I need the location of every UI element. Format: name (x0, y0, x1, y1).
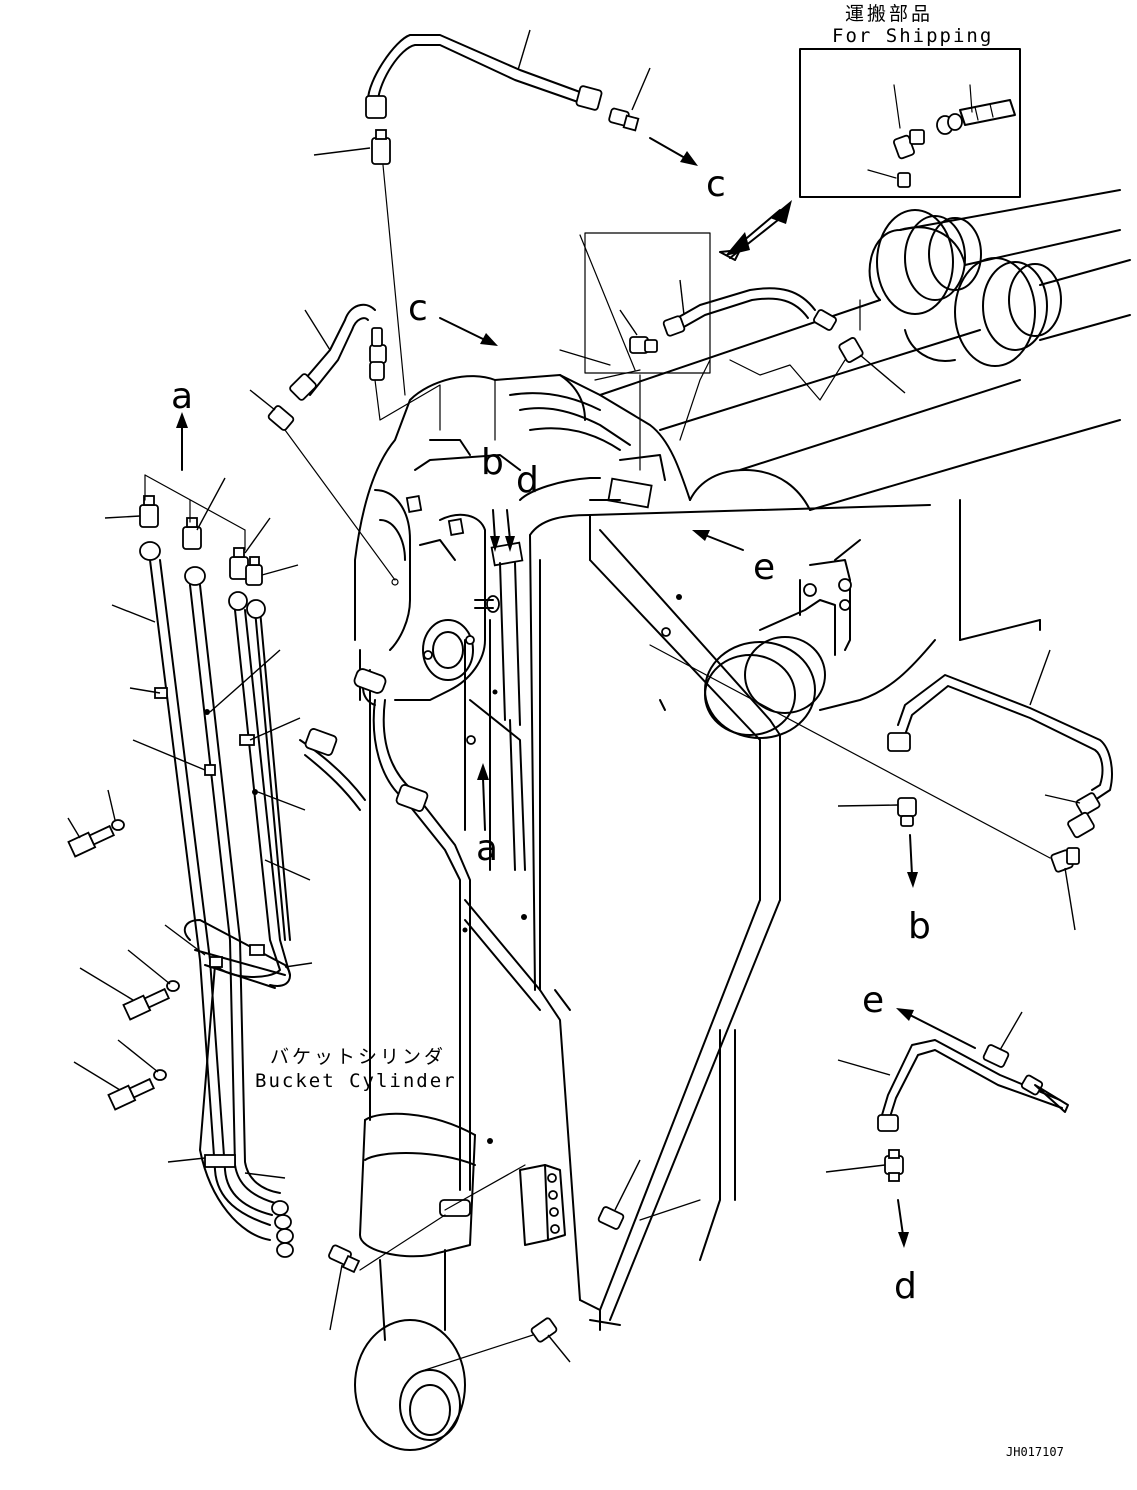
top-pipe (365, 34, 640, 431)
double-arrow (719, 200, 792, 261)
shipping-box (799, 48, 1021, 198)
shipping-title-ja: 運搬部品 (845, 3, 933, 25)
bucket-cylinder-label-ja: バケットシリンダ (270, 1046, 446, 1068)
direction-arrows (176, 137, 976, 1248)
right-pipe-b (649, 644, 1113, 873)
boom-pipe (299, 699, 471, 1217)
shipping-box-title: 運搬部品 For Shipping (832, 3, 993, 47)
label-d-right: d (894, 1266, 917, 1307)
bucket-cylinder-label: バケットシリンダ Bucket Cylinder (255, 1046, 457, 1092)
boom-body (354, 299, 1121, 1331)
label-d-top: d (516, 460, 539, 501)
label-e-mid: e (753, 547, 775, 588)
fittings-top-left (139, 474, 263, 586)
pipe-bundle (139, 541, 294, 1258)
boom-top-bracket (353, 439, 666, 706)
hose-clamp-plate (519, 1164, 566, 1246)
drawing-code: JH017107 (1006, 1445, 1064, 1459)
label-a-top: a (171, 376, 193, 417)
shipping-title-en: For Shipping (832, 25, 993, 47)
left-hose (267, 303, 396, 581)
lower-fittings (328, 1164, 625, 1371)
label-e-right: e (862, 980, 884, 1021)
pipe-clamp-center (466, 541, 682, 1144)
boom-cylinders (859, 189, 1131, 367)
boom-foot-pin (704, 539, 861, 739)
bucket-cylinder-label-en: Bucket Cylinder (255, 1070, 457, 1092)
center-hose (559, 232, 864, 471)
label-c-mid: c (408, 288, 428, 329)
label-b-right: b (908, 906, 931, 947)
bolts-washers (67, 819, 180, 1111)
label-c-top: c (706, 164, 726, 205)
label-a-bottom: a (476, 828, 498, 869)
leader-lines (67, 29, 1081, 1363)
right-pipe-e (877, 1039, 1069, 1182)
label-b-top: b (481, 442, 504, 483)
bucket-cylinder (354, 1112, 476, 1451)
